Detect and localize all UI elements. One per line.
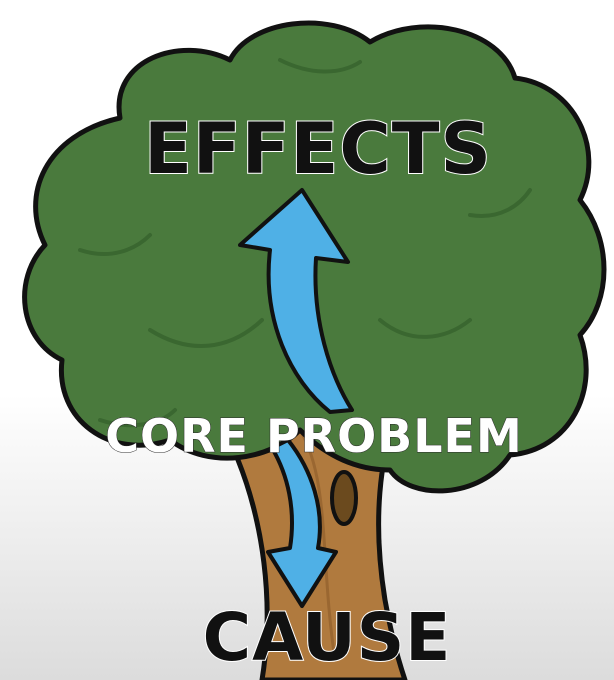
up-arrow-icon bbox=[238, 188, 354, 414]
cause-label: CAUSE bbox=[203, 599, 452, 676]
knot-icon bbox=[330, 470, 358, 526]
down-arrow-icon bbox=[266, 438, 338, 608]
effects-label: EFFECTS bbox=[144, 108, 492, 190]
core-problem-label: CORE PROBLEM bbox=[105, 409, 523, 463]
